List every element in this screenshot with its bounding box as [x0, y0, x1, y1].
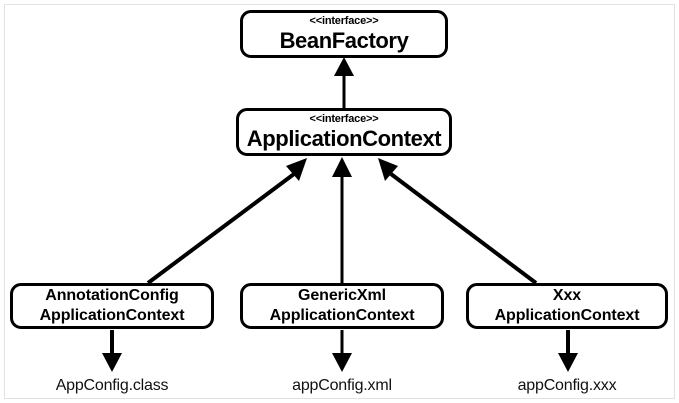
node-genericxml-line1: GenericXml: [298, 287, 386, 304]
label-appconfig-class: AppConfig.class: [55, 377, 169, 394]
node-applicationcontext-title: ApplicationContext: [246, 126, 442, 151]
diagram-frame: [4, 4, 675, 399]
label-appconfig-xxx: appConfig.xxx: [517, 377, 617, 394]
node-beanfactory-stereotype: <<interface>>: [309, 15, 379, 27]
node-annotationconfig-line1: AnnotationConfig: [45, 287, 179, 304]
label-appconfig-xml: appConfig.xml: [292, 377, 392, 394]
node-annotationconfig-applicationcontext[interactable]: AnnotationConfig ApplicationContext: [10, 283, 214, 329]
node-xxx-line1: Xxx: [552, 287, 582, 304]
node-xxx-line2: ApplicationContext: [494, 307, 640, 324]
node-genericxml-line2: ApplicationContext: [269, 307, 415, 324]
node-annotationconfig-line2: ApplicationContext: [39, 307, 185, 324]
node-beanfactory[interactable]: <<interface>> BeanFactory: [240, 10, 448, 58]
node-applicationcontext[interactable]: <<interface>> ApplicationContext: [236, 108, 452, 156]
node-xxx-applicationcontext[interactable]: Xxx ApplicationContext: [466, 283, 668, 329]
node-applicationcontext-stereotype: <<interface>>: [309, 113, 379, 125]
node-beanfactory-title: BeanFactory: [279, 28, 409, 53]
node-genericxml-applicationcontext[interactable]: GenericXml ApplicationContext: [240, 283, 444, 329]
